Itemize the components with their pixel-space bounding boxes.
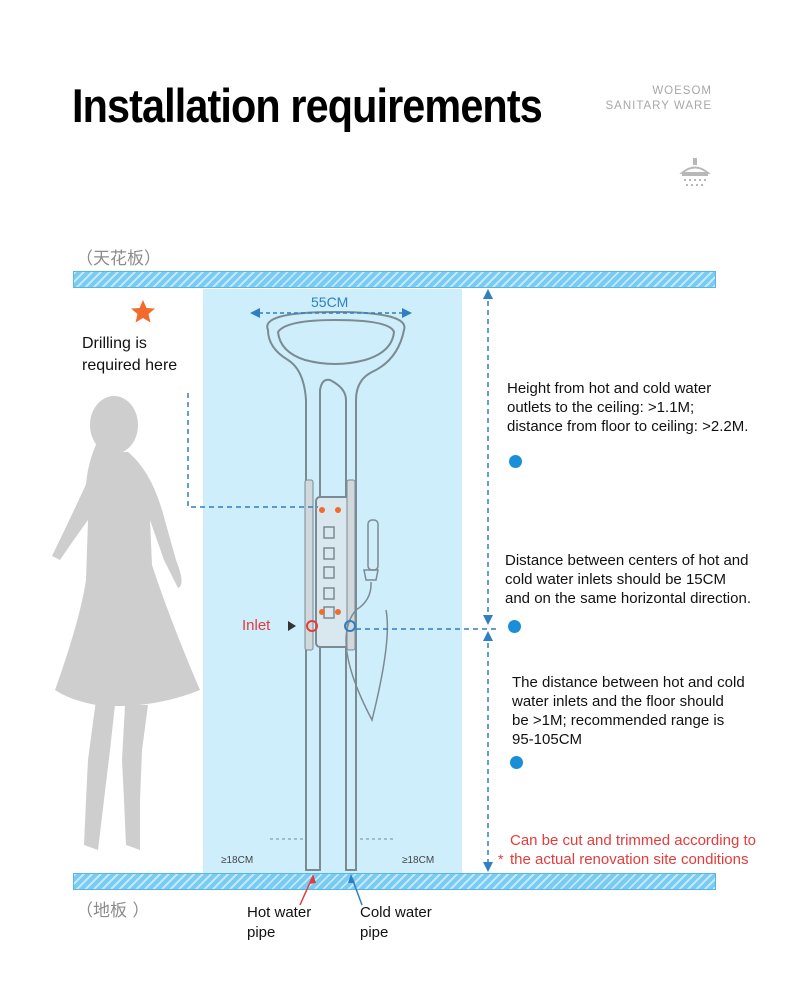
hot-inlet-marker [306, 620, 318, 632]
height-ceiling-note: Height from hot and cold water outlets t… [507, 380, 749, 435]
brand-line-1: WOESOM [652, 85, 712, 97]
floor-label: （地板 ） [76, 901, 150, 921]
ceiling-hatch [73, 271, 716, 288]
hot-pipe-label: Hot water pipe [247, 904, 312, 941]
cold-inlet-marker [344, 620, 356, 632]
left-gap-label: ≥18CM [221, 855, 254, 866]
inlet-label: Inlet [242, 617, 271, 634]
page-title: Installation requirements [72, 79, 543, 132]
cold-pipe-label: Cold water pipe [360, 904, 432, 941]
shower-panel [266, 310, 406, 871]
trim-asterisk: * [498, 851, 504, 867]
width-dimension-label: 55CM [311, 294, 349, 310]
brand-line-2: SANITARY WARE [605, 100, 712, 112]
drilling-note: Drilling is required here [82, 335, 178, 374]
person-silhouette [52, 396, 200, 850]
inlet-arrow-icon [288, 621, 296, 631]
star-icon [131, 300, 155, 323]
trim-note: Can be cut and trimmed according to the … [510, 832, 756, 868]
shower-head-icon [679, 158, 711, 186]
note-dot-3 [510, 756, 523, 769]
note-dot-1 [509, 455, 522, 468]
note-dot-2 [508, 620, 521, 633]
inlet-floor-note: The distance between hot and cold water … [512, 674, 745, 748]
inlet-spacing-note: Distance between centers of hot and cold… [505, 552, 751, 607]
floor-hatch [73, 873, 716, 890]
brand-name: WOESOM SANITARY WARE [605, 84, 712, 114]
ceiling-label: （天花板） [76, 249, 161, 269]
right-gap-label: ≥18CM [402, 855, 435, 866]
